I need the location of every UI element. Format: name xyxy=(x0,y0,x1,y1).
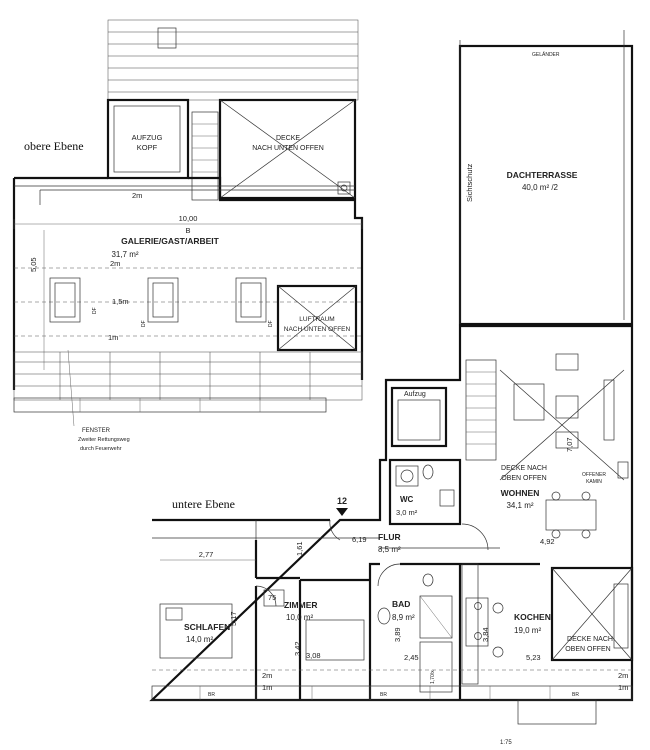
dim-1m: 1m xyxy=(108,333,118,342)
dim-2-77: 2,77 xyxy=(199,550,214,559)
gallery-name: GALERIE/GAST/ARBEIT xyxy=(121,236,220,246)
hall-name: FLUR xyxy=(378,532,401,542)
dim-6-19: 6,19 xyxy=(352,535,367,544)
bath-name: BAD xyxy=(392,599,410,609)
upper-level: AUFZUG KOPF DECKE NACH UNTEN OFFEN 10,00… xyxy=(12,19,634,452)
dim-2m-mid: 2m xyxy=(110,259,120,268)
roof-tiles-top xyxy=(107,19,359,101)
kitchen-ceiling-2: OBEN OFFEN xyxy=(565,646,611,653)
dim-5-17: 5,17 xyxy=(229,611,238,626)
ceiling-open-label-1: DECKE xyxy=(276,135,300,142)
dim-75: 75 xyxy=(268,593,276,602)
dim-7-07: 7,07 xyxy=(565,437,574,452)
airspace-label-1: LUFTRAUM xyxy=(299,316,334,323)
skylight-df-1: DF xyxy=(92,307,98,314)
skylight-df-3: DF xyxy=(268,320,274,327)
br-1: BR xyxy=(208,692,215,698)
ceiling-open-label-2: NACH UNTEN OFFEN xyxy=(252,145,324,152)
dim-4-92: 4,92 xyxy=(540,537,555,546)
lift-label: Aufzug xyxy=(404,391,426,398)
dim-1-61: 1,61 xyxy=(295,541,304,556)
roof-tiles-bottom xyxy=(13,351,363,413)
lower-level-label: untere Ebene xyxy=(172,497,235,511)
kitchen-name: KOCHEN xyxy=(514,612,551,622)
stair-number: 12 xyxy=(337,496,347,506)
wc-area: 3,0 m² xyxy=(396,508,418,517)
dim-3-89: 3,89 xyxy=(393,627,402,642)
roof-terrace-name: DACHTERRASSE xyxy=(507,170,578,180)
living-area: 34,1 m² xyxy=(506,501,533,510)
lift-box xyxy=(390,386,448,448)
window-note-3: durch Feuerwehr xyxy=(80,446,122,452)
lift-head-label-1: AUFZUG xyxy=(132,133,163,142)
dim-1-5m: 1,5m xyxy=(112,297,129,306)
skylight-df-2: DF xyxy=(141,320,147,327)
scale-footer: 1:75 xyxy=(500,740,512,746)
dim-3-84: 3,84 xyxy=(481,627,490,642)
window-note-2: Zweiter Rettungsweg xyxy=(78,437,130,443)
privacy-screen-label: Sichtschutz xyxy=(465,163,474,202)
dim-1m-left: 1m xyxy=(262,683,272,692)
kitchen-ceiling-1: DECKE NACH xyxy=(567,636,613,643)
lift-head-box xyxy=(106,98,190,180)
living-ceiling-2: OBEN OFFEN xyxy=(501,475,547,482)
fireplace-label-2: KAMIN xyxy=(586,479,602,485)
dim-5-23: 5,23 xyxy=(526,653,541,662)
skylights: DF DF DF xyxy=(49,277,274,327)
dim-width: 10,00 xyxy=(179,214,198,223)
kitchen-area: 19,0 m² xyxy=(514,626,541,635)
dim-1m-right: 1m xyxy=(618,683,628,692)
living-name: WOHNEN xyxy=(501,488,540,498)
lower-outer-walls xyxy=(149,324,634,702)
wc-name: WC xyxy=(400,495,414,504)
roof-terrace-area: 40,0 m² /2 xyxy=(522,183,559,192)
bedroom-area: 14,0 m² xyxy=(186,635,213,644)
living-ceiling-1: DECKE NACH xyxy=(501,465,547,472)
stair-arrow xyxy=(336,508,348,516)
br-2: BR xyxy=(380,692,387,698)
dim-3-08: 3,08 xyxy=(306,651,321,660)
kitchen-ceiling-box xyxy=(550,566,634,662)
airspace-label-2: NACH UNTEN OFFEN xyxy=(284,326,351,333)
room-area: 10,0 m² xyxy=(286,613,313,622)
railing-label: GELÄNDER xyxy=(532,51,560,58)
bath-area: 8,9 m² xyxy=(392,613,415,622)
dim-3-42: 3,42 xyxy=(293,641,302,656)
dim-depth: 5,05 xyxy=(29,257,38,272)
room-name: ZIMMER xyxy=(284,600,318,610)
bedroom-name: SCHLAFEN xyxy=(184,622,230,632)
airspace-box xyxy=(276,284,358,352)
interior-walls xyxy=(254,540,540,700)
upper-level-label: obere Ebene xyxy=(24,139,84,153)
lower-level: Aufzug DECKE NACH OBEN OFFEN OFFENER KAM… xyxy=(149,324,634,746)
dim-axis: B xyxy=(185,226,190,235)
fireplace-label-1: OFFENER xyxy=(582,472,606,478)
dim-2m-right: 2m xyxy=(618,671,628,680)
dim-2m-left: 2m xyxy=(262,671,272,680)
lift-head-label-2: KOPF xyxy=(137,143,158,152)
dim-2m-top: 2m xyxy=(132,191,142,200)
br-3: BR xyxy=(572,692,579,698)
dim-1-70: 1,70/x xyxy=(430,670,436,684)
wc-box xyxy=(388,458,462,526)
window-note-1: FENSTER xyxy=(82,428,111,434)
ceiling-open-box xyxy=(218,98,357,200)
hall-area: 8,5 m² xyxy=(378,545,401,554)
dim-2-45: 2,45 xyxy=(404,653,419,662)
gallery-area: 31,7 m² xyxy=(111,250,138,259)
